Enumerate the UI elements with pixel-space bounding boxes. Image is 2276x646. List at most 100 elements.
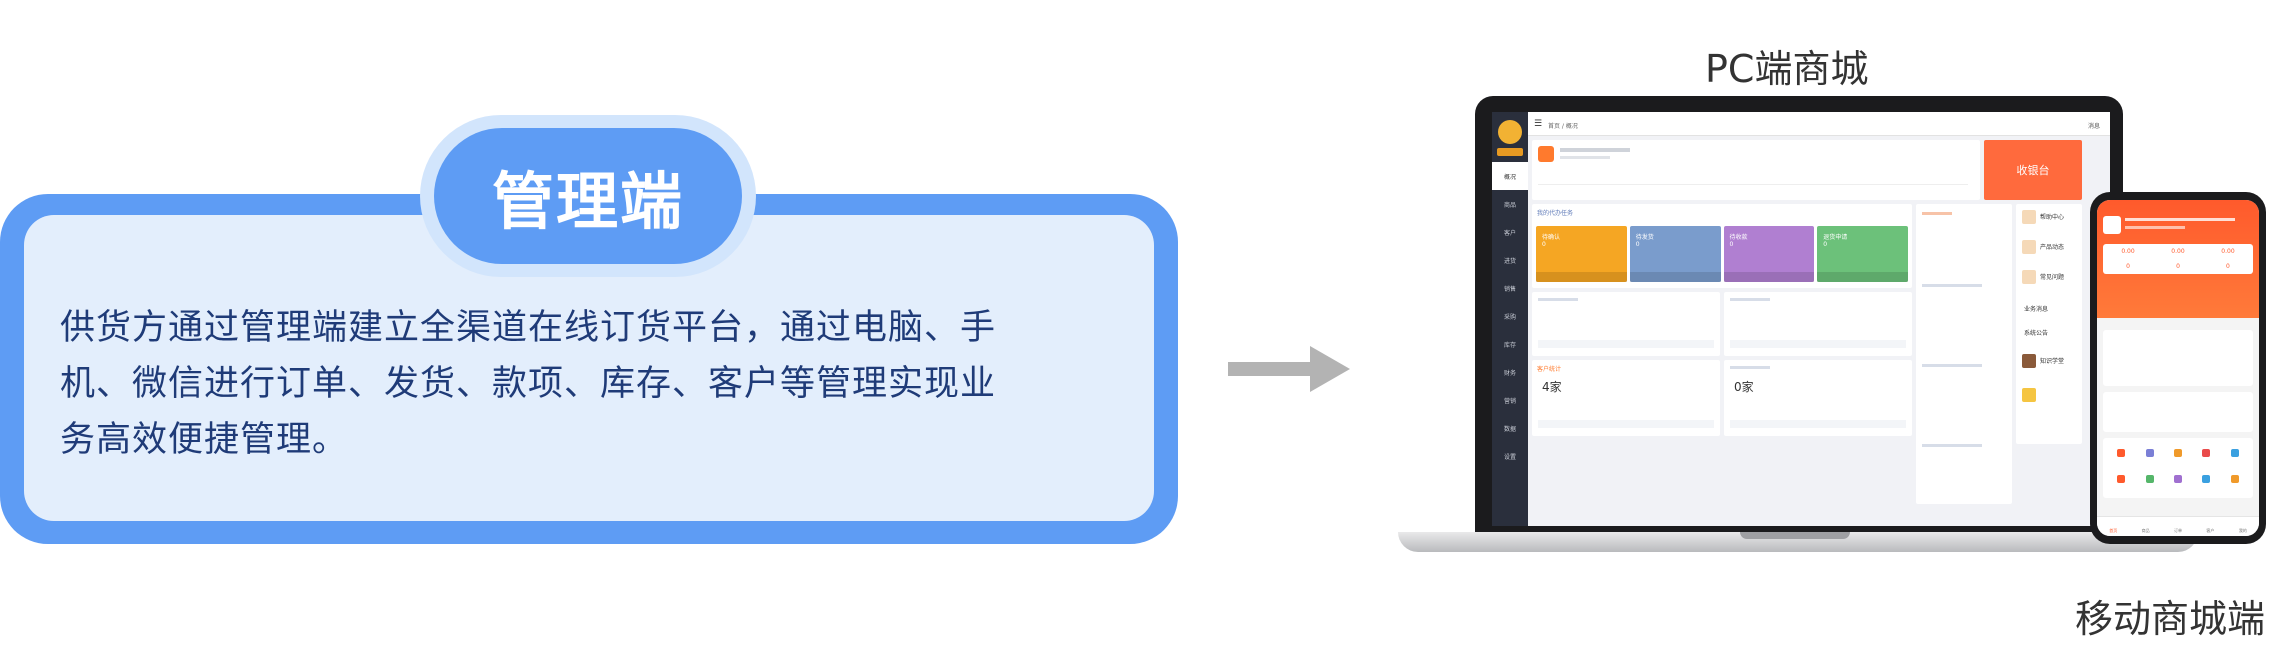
- shop-sub-placeholder: [1560, 156, 1610, 159]
- description-line: 机、微信进行订单、发货、款项、库存、客户等管理实现业: [60, 364, 997, 404]
- tile-pending-ship[interactable]: 待发货 0: [1629, 226, 1721, 282]
- sidebar-item-settings[interactable]: 设置: [1503, 453, 1516, 461]
- shortcut-swatch: [2117, 449, 2126, 457]
- tile-return-request[interactable]: 退货申请 0: [1817, 226, 1908, 282]
- mobile-stat: 0.00: [2103, 244, 2153, 259]
- messages-link[interactable]: 消息: [2087, 123, 2100, 130]
- right-list-item[interactable]: 产品动态: [2040, 244, 2065, 251]
- panel-title-placeholder: [1922, 364, 1982, 367]
- shortcut-swatch: [2145, 475, 2154, 483]
- shortcut-swatch: [2230, 449, 2239, 457]
- tab-home[interactable]: 首页: [2109, 528, 2118, 533]
- tile-label: 待发货: [1635, 234, 1654, 241]
- tile-footer: [1817, 272, 1908, 282]
- tab-orders[interactable]: 订单: [2174, 528, 2183, 533]
- right-list-item[interactable]: 常见问题: [2040, 274, 2065, 281]
- sidebar-item-sales[interactable]: 销售: [1503, 285, 1516, 293]
- stats-row: [1730, 340, 1906, 348]
- panel-title-placeholder: [1922, 444, 1982, 447]
- tile-pending-confirm[interactable]: 待确认 0: [1536, 226, 1627, 282]
- shortcut-stock-icon[interactable]: [2192, 442, 2220, 466]
- sidebar-item-finance[interactable]: 财务: [1503, 369, 1516, 377]
- sidebar-item-data[interactable]: 数据: [1503, 425, 1516, 433]
- mobile-tabbar: 首页 商品 订单 客户 我的: [2097, 516, 2259, 536]
- help-icon: [2022, 210, 2036, 224]
- sidebar-item-goods[interactable]: 商品: [1503, 201, 1516, 209]
- gift-icon: [2022, 388, 2036, 402]
- mobile-screen: 0.00 0.00 0.00 0 0 0 首页 商品 订单 客户 我的: [2097, 200, 2259, 536]
- tile-value: 0: [1635, 241, 1640, 248]
- right-list-item[interactable]: 业务消息: [2024, 306, 2049, 313]
- shortcut-more-icon[interactable]: [2221, 468, 2249, 492]
- mobile-stat-value: 0.00: [2121, 248, 2135, 255]
- shortcut-goods-icon[interactable]: [2107, 442, 2135, 466]
- shortcut-marketing-icon[interactable]: [2164, 468, 2192, 492]
- customer-stats-title: 客户统计: [1537, 366, 1562, 373]
- right-list-item[interactable]: 帮助中心: [2040, 214, 2065, 221]
- sidebar-item-purchase-in[interactable]: 进货: [1503, 257, 1516, 265]
- shortcut-ship-icon[interactable]: [2192, 468, 2220, 492]
- tile-footer: [1629, 272, 1721, 282]
- right-list-item[interactable]: 知识学堂: [2040, 358, 2065, 365]
- sidebar-item-overview[interactable]: 概况: [1492, 162, 1528, 190]
- panel-title-placeholder: [1922, 284, 1982, 287]
- sidebar-item-marketing[interactable]: 营销: [1503, 397, 1516, 405]
- shop-badge: [1497, 148, 1523, 156]
- tile-value: 0: [1542, 241, 1546, 248]
- task-tiles: 待确认 0 待发货 0 待收款 0 退货申请 0: [1532, 226, 1912, 282]
- mobile-stat-value: 0.00: [2171, 248, 2185, 255]
- tile-value: 0: [1823, 241, 1828, 248]
- pc-screen: 概况 商品 客户 进货 销售 采购 库存 财务 营销 数据 设置 ☰ 首页 / …: [1492, 112, 2110, 526]
- panel-title-placeholder: [1730, 298, 1770, 301]
- shortcut-order-icon[interactable]: [2135, 442, 2163, 466]
- shortcut-purchase-icon[interactable]: [2164, 442, 2192, 466]
- mobile-stat: 0: [2103, 259, 2153, 274]
- description: 供货方通过管理端建立全渠道在线订货平台，通过电脑、手 机、微信进行订单、发货、款…: [60, 300, 1120, 468]
- panel-title-placeholder: [1730, 366, 1770, 369]
- shortcut-report-icon[interactable]: [2135, 468, 2163, 492]
- shop-name-placeholder: [1560, 148, 1630, 152]
- customer-stats-panel: 客户统计 4家: [1532, 360, 1720, 436]
- sidebar-item-procurement[interactable]: 采购: [1503, 313, 1516, 321]
- panel-title-placeholder: [1922, 212, 1952, 215]
- help-panel: 帮助中心 产品动态 常见问题 业务消息 系统公告 知识学堂: [2016, 204, 2082, 444]
- tile-pending-payment[interactable]: 待收款 0: [1723, 226, 1815, 282]
- mobile-stat-value: 0: [2126, 263, 2130, 270]
- tab-customers[interactable]: 客户: [2206, 528, 2215, 533]
- tab-goods[interactable]: 商品: [2141, 528, 2150, 533]
- tile-label: 待确认: [1542, 234, 1561, 241]
- tile-label: 待收款: [1729, 234, 1748, 241]
- shop-logo-icon: [1498, 120, 1522, 144]
- mobile-stat: 0: [2153, 259, 2203, 274]
- pc-sidebar: 概况 商品 客户 进货 销售 采购 库存 财务 营销 数据 设置: [1492, 112, 1528, 526]
- description-line: 务高效便捷管理。: [60, 420, 349, 460]
- tile-footer: [1723, 272, 1815, 282]
- mobile-shop-logo-icon: [2103, 216, 2121, 234]
- tab-me[interactable]: 我的: [2238, 528, 2247, 533]
- mobile-title-placeholder: [2125, 218, 2235, 221]
- mobile-sub-placeholder: [2125, 226, 2185, 229]
- arrow-head-icon: [1310, 346, 1350, 392]
- panel-title-placeholder: [1538, 298, 1578, 301]
- sidebar-item-customers[interactable]: 客户: [1503, 229, 1516, 237]
- cashier-button[interactable]: 收银台: [1984, 140, 2082, 200]
- mobile-stat-value: 0.00: [2221, 248, 2235, 255]
- shortcut-swatch: [2173, 449, 2182, 457]
- purchase-stats-panel: [1724, 292, 1912, 356]
- sales-stats-panel: [1532, 292, 1720, 356]
- pc-caption: PC端商城: [1705, 47, 1869, 91]
- right-list-item[interactable]: 系统公告: [2024, 330, 2049, 337]
- shortcut-finance-icon[interactable]: [2221, 442, 2249, 466]
- menu-icon[interactable]: ☰: [1534, 119, 1543, 129]
- divider: [1538, 184, 1968, 185]
- shortcut-swatch: [2117, 475, 2126, 483]
- shortcut-customer-icon[interactable]: [2107, 468, 2135, 492]
- shortcut-swatch: [2202, 475, 2211, 483]
- mobile-stat: 0.00: [2153, 244, 2203, 259]
- supplier-stats-panel: 0家: [1724, 360, 1912, 436]
- tile-footer: [1536, 272, 1627, 282]
- breadcrumb: 首页 / 概况: [1548, 123, 1578, 130]
- stats-row: [1730, 420, 1906, 428]
- shortcut-swatch: [2230, 475, 2239, 483]
- sidebar-item-inventory[interactable]: 库存: [1503, 341, 1516, 349]
